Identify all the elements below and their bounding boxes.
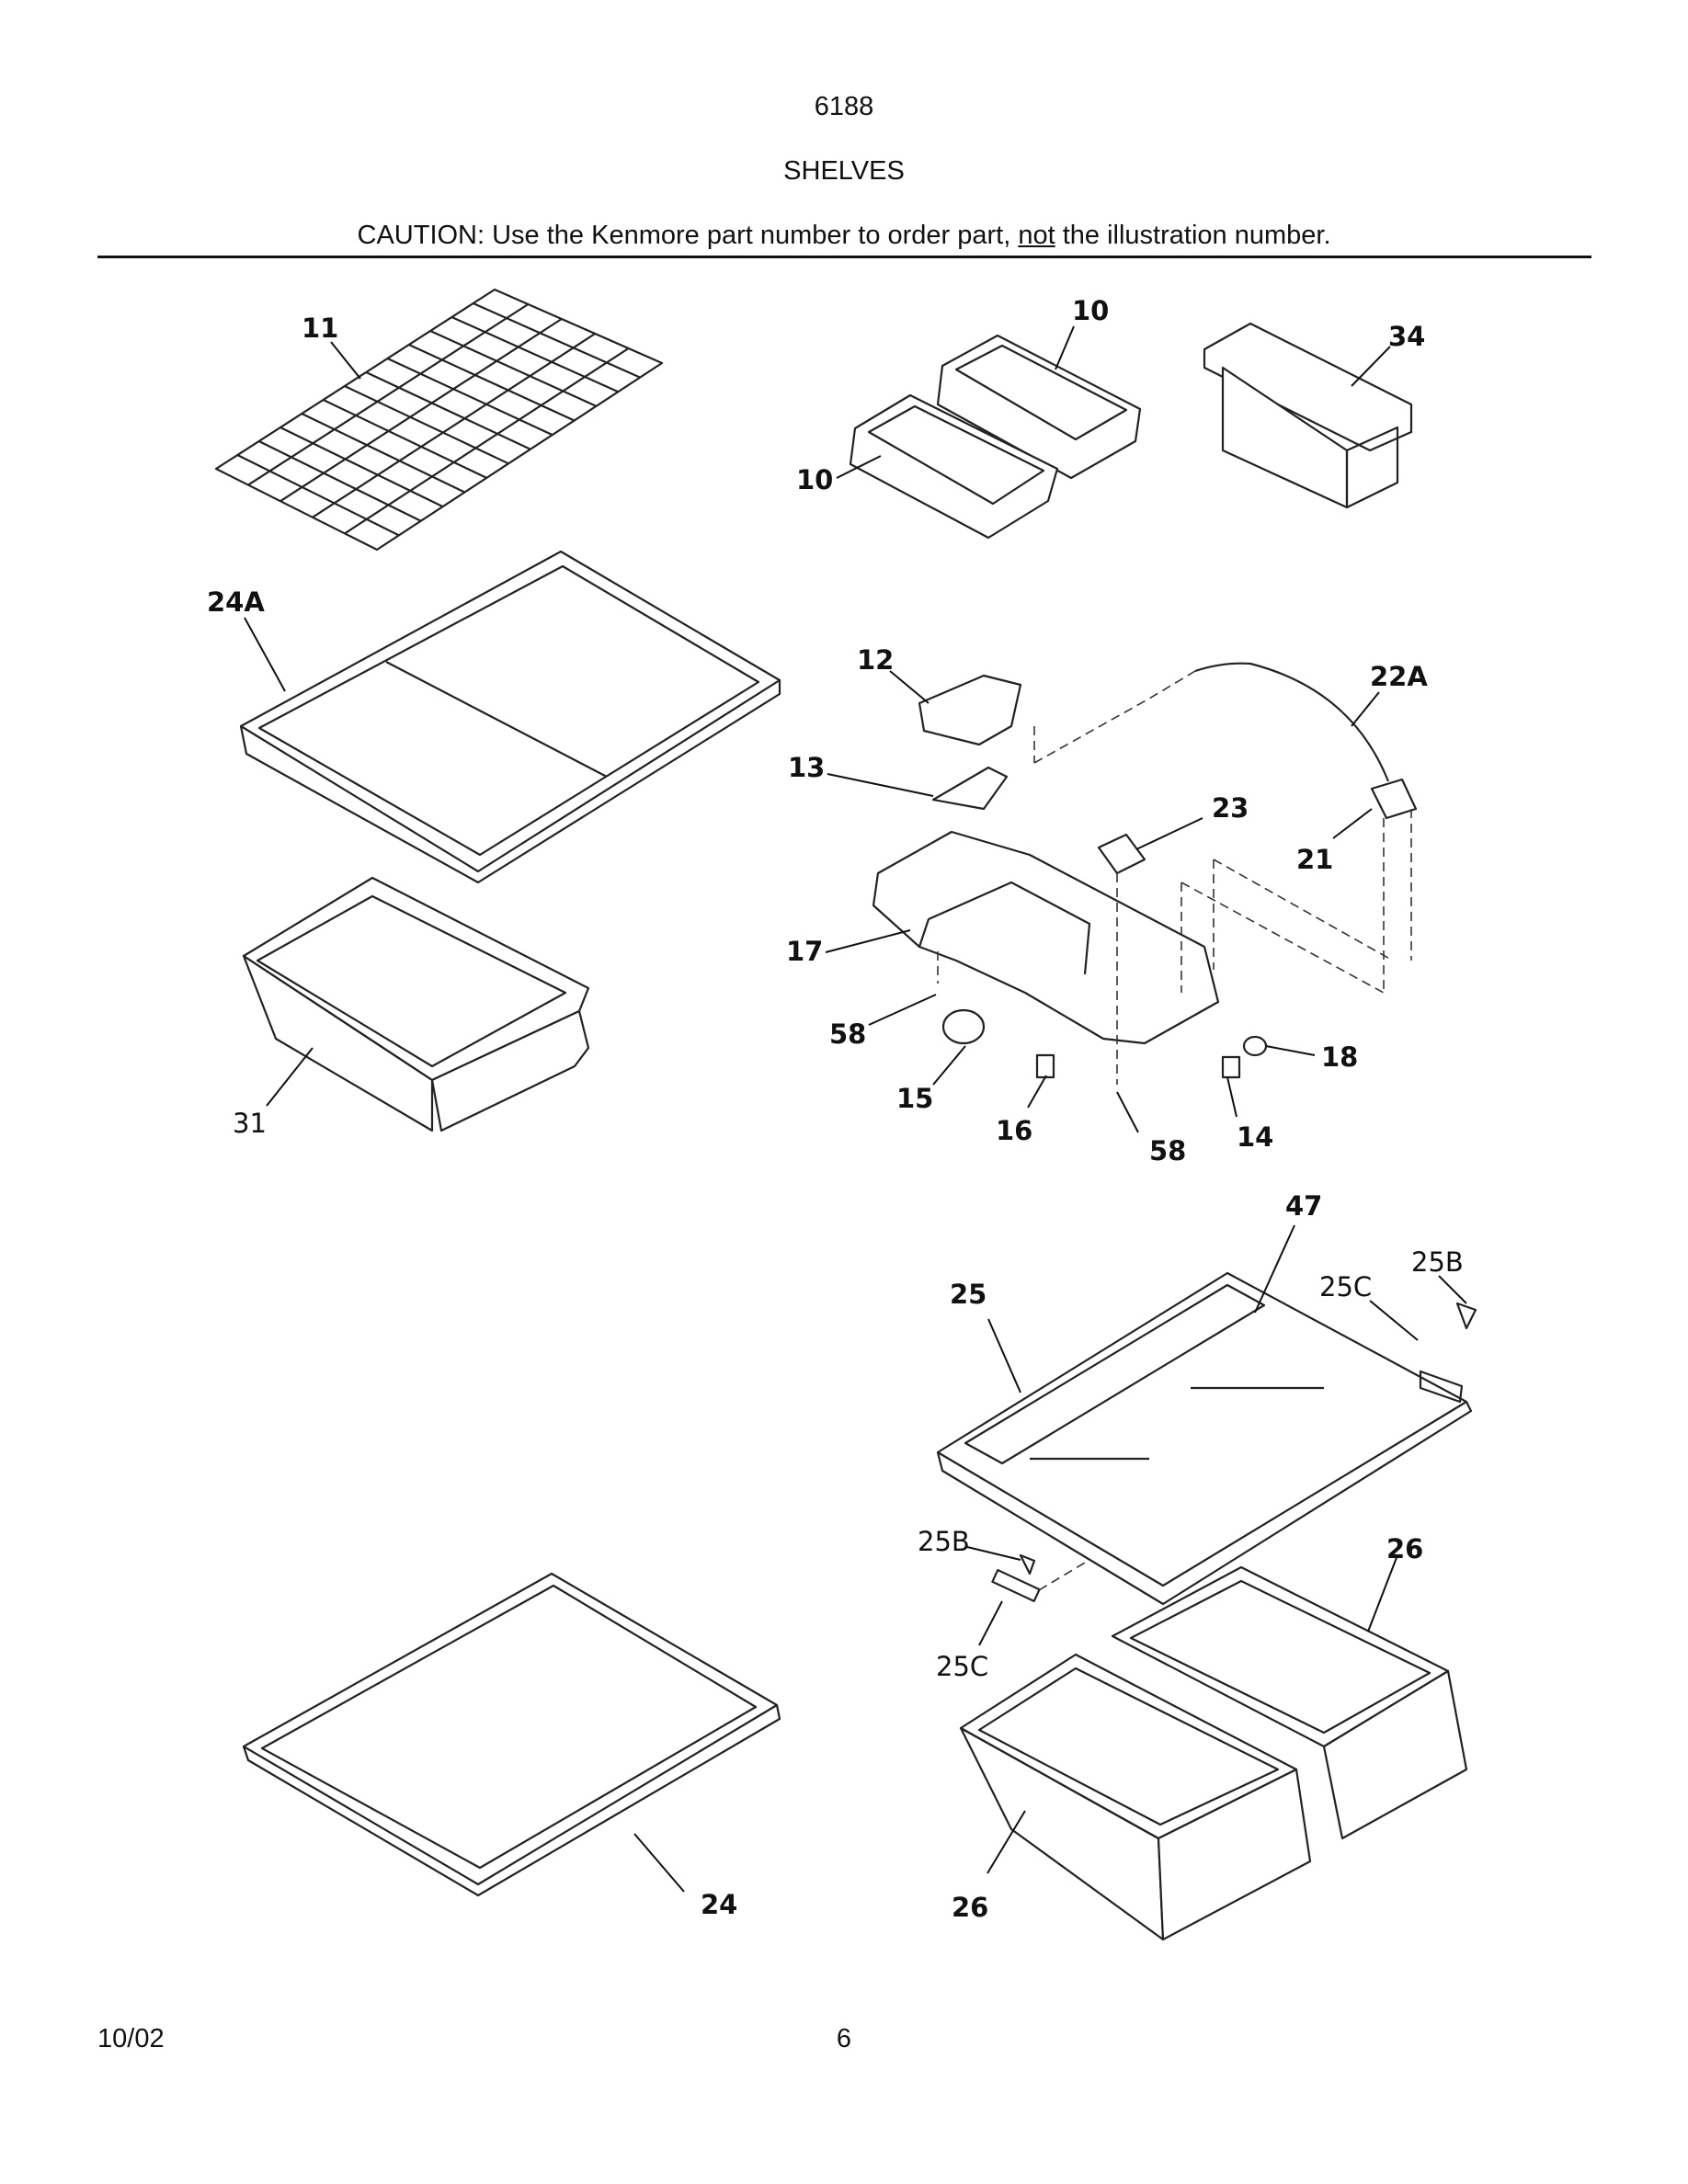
callout-14: 14 [1237, 1121, 1273, 1153]
callout-11: 11 [302, 313, 338, 344]
callout-25b-lower: 25B [918, 1526, 970, 1557]
callout-25: 25 [950, 1279, 987, 1310]
callout-12: 12 [857, 644, 894, 676]
callout-31: 31 [233, 1108, 267, 1139]
crisper-drawers-26-drawing [959, 1565, 1468, 1941]
callout-17: 17 [786, 936, 823, 967]
glass-shelf-24a-drawing [239, 550, 781, 884]
callout-26-upper: 26 [1386, 1533, 1423, 1564]
callout-16: 16 [996, 1115, 1032, 1146]
callout-22a: 22A [1370, 661, 1428, 692]
model-number: 6188 [814, 92, 874, 121]
revision-date: 10/02 [97, 2024, 165, 2053]
caution-text-end: the illustration number. [1055, 221, 1331, 250]
light-housing-assembly-drawing [872, 662, 1418, 1085]
caution-notice: CAUTION: Use the Kenmore part number to … [0, 221, 1688, 251]
callout-25c-upper: 25C [1319, 1271, 1372, 1302]
callout-34: 34 [1388, 321, 1425, 352]
caution-emphasis: not [1018, 221, 1055, 250]
caution-text: CAUTION: Use the Kenmore part number to … [357, 221, 1019, 250]
shelf-clip-drawings [991, 1302, 1477, 1603]
callout-18: 18 [1321, 1041, 1358, 1073]
glass-shelf-24-drawing [242, 1572, 781, 1897]
callout-25c-lower: 25C [936, 1651, 988, 1682]
callout-10-lower: 10 [796, 464, 833, 495]
header-rule [97, 256, 1591, 258]
callout-15: 15 [896, 1083, 933, 1114]
callout-58-left: 58 [829, 1018, 866, 1050]
callout-13: 13 [788, 752, 825, 783]
callout-58-right: 58 [1149, 1135, 1186, 1166]
ice-tray-drawings [849, 334, 1142, 540]
callout-25b-upper: 25B [1411, 1246, 1464, 1278]
callout-10-upper: 10 [1072, 295, 1109, 326]
callout-47: 47 [1285, 1190, 1322, 1222]
page-number: 6 [836, 2024, 852, 2053]
wire-shelf-drawing [214, 288, 664, 552]
crisper-drawer-31-drawing [242, 876, 590, 1132]
callout-24: 24 [701, 1889, 737, 1920]
callout-26-lower: 26 [952, 1892, 988, 1923]
storage-bin-drawing [1203, 322, 1413, 509]
callout-23: 23 [1212, 792, 1249, 824]
callout-21: 21 [1296, 844, 1333, 875]
section-title: SHELVES [783, 156, 905, 186]
glass-shelf-47-drawing [936, 1271, 1473, 1606]
callout-24a: 24A [207, 586, 265, 618]
leader-lines [244, 325, 1467, 1893]
